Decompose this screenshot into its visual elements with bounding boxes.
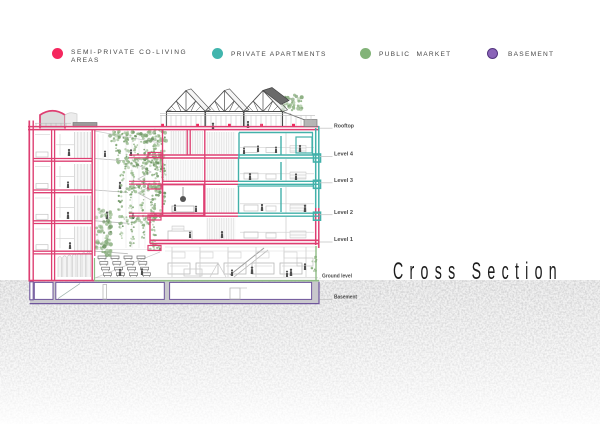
svg-text:Level 3: Level 3	[334, 178, 353, 184]
svg-text:Level 1: Level 1	[334, 237, 353, 243]
svg-text:Level 2: Level 2	[334, 210, 353, 216]
svg-text:Ground level: Ground level	[322, 273, 353, 279]
svg-text:Rooftop: Rooftop	[334, 123, 354, 129]
svg-text:Level 4: Level 4	[334, 152, 353, 158]
svg-text:Basement: Basement	[334, 295, 357, 301]
